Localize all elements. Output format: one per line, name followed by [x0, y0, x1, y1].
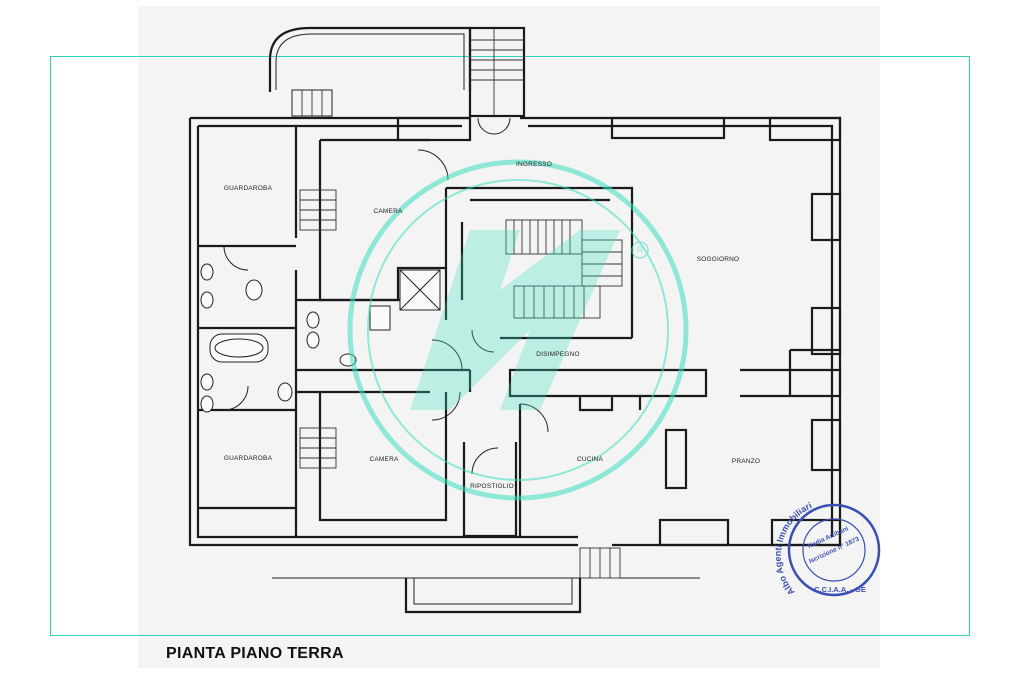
top-stair	[291, 26, 526, 118]
room-label-ripostiglio: RIPOSTIGLIO	[470, 483, 514, 490]
interior-walls	[198, 126, 842, 538]
room-label-disimpegno: DISIMPEGNO	[536, 351, 580, 358]
image-frame	[50, 56, 970, 636]
room-label-guardaroba-top: GUARDAROBA	[224, 185, 273, 192]
room-label-pranzo: PRANZO	[732, 458, 760, 465]
interior-stairs	[299, 189, 623, 579]
room-label-ingresso: INGRESSO	[516, 161, 552, 168]
bathroom-fixtures	[200, 263, 441, 413]
room-label-camera-bottom: CAMERA	[369, 456, 398, 463]
room-label-guardaroba-bottom: GUARDAROBA	[224, 455, 273, 462]
top-terrace	[268, 26, 472, 92]
room-label-camera-top: CAMERA	[373, 208, 402, 215]
svg-text:R: R	[637, 245, 644, 255]
exterior-walls	[188, 116, 842, 547]
bottom-terrace	[272, 577, 700, 614]
stamp-bottom-text: C.C.I.A.A. - GE	[814, 585, 866, 594]
room-label-soggiorno: SOGGIORNO	[697, 256, 740, 263]
room-label-cucina: CUCINA	[577, 456, 604, 463]
watermark-logo: R	[347, 159, 689, 501]
agent-stamp: Albo Agenti Immobiliari Nadia Artibani I…	[773, 500, 881, 597]
plan-caption: PIANTA PIANO TERRA	[166, 645, 344, 662]
